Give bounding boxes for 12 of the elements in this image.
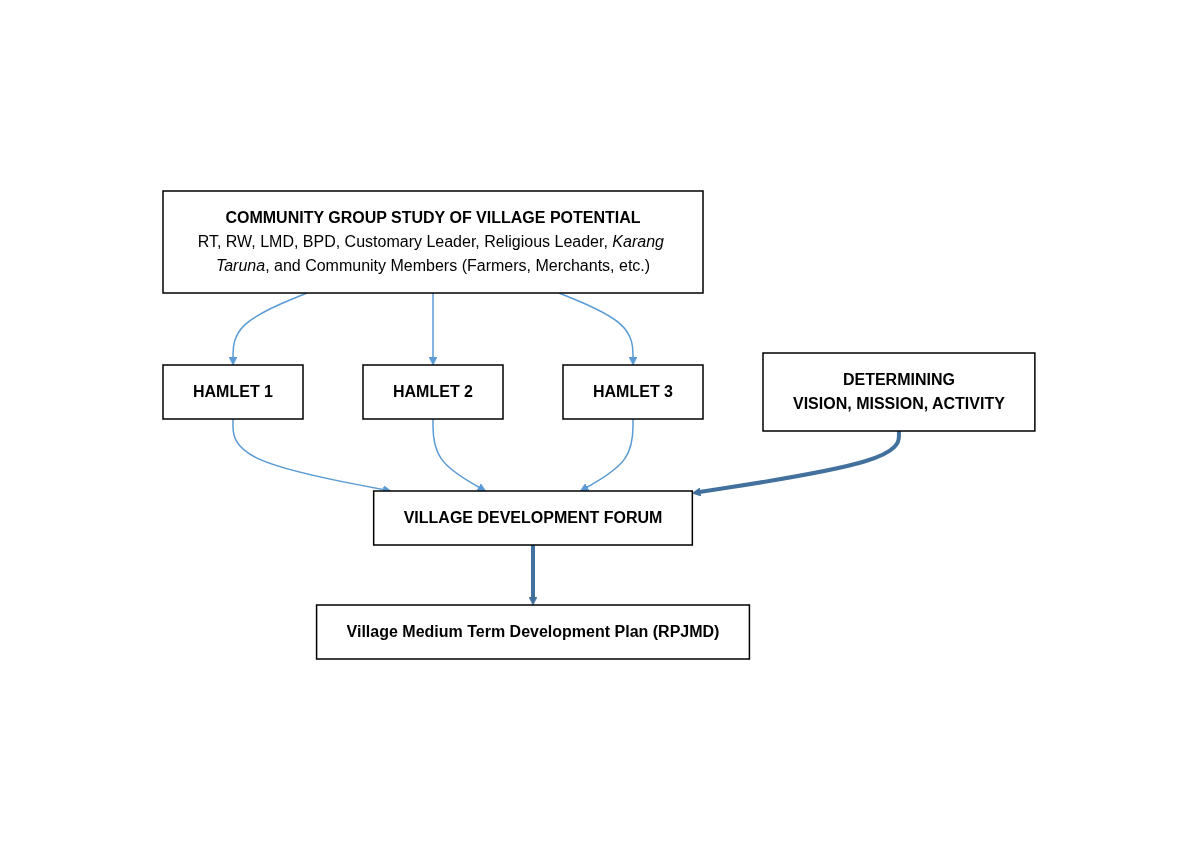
arrow [528, 545, 538, 606]
arrow [428, 292, 438, 366]
node-box: COMMUNITY GROUP STUDY OF VILLAGE POTENTIAL RT, RW, LMD, BPD, Customary Leader, Religious Leader, Karang Taruna, and Community Members (Farmers, Merchants, etc.) [162, 190, 704, 294]
node-box: DETERMINING VISION, MISSION, ACTIVITY [762, 352, 1036, 432]
node-box: HAMLET 2 [362, 364, 504, 420]
arrow [692, 431, 901, 497]
arrow [432, 418, 487, 492]
node-box: Village Medium Term Development Plan (RPJMD) [315, 604, 751, 660]
arrow [580, 418, 634, 492]
node-box: HAMLET 3 [562, 364, 704, 420]
node-box: VILLAGE DEVELOPMENT FORUM [373, 490, 694, 546]
node-box: HAMLET 1 [162, 364, 304, 420]
